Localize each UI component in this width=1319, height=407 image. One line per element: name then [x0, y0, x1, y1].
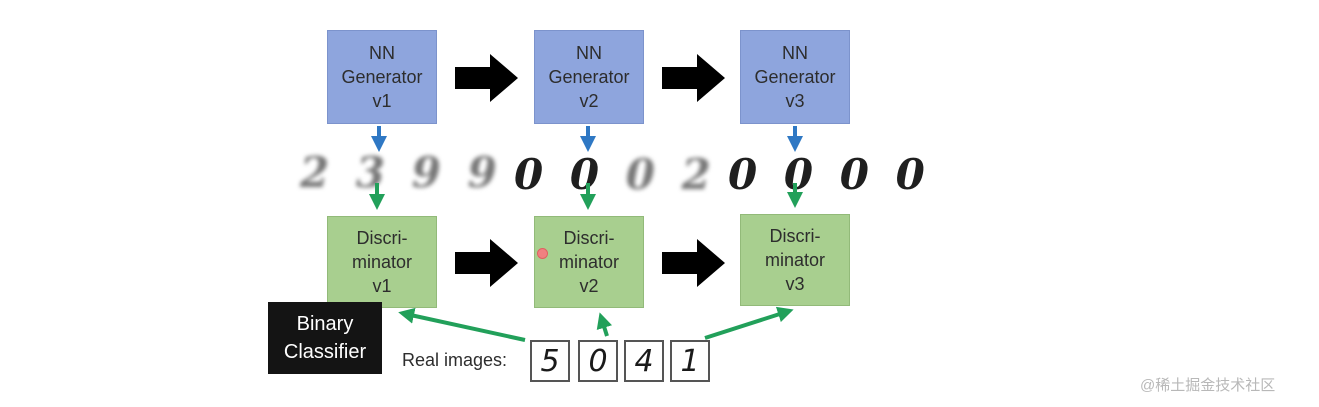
generator-v3-line3: v3 — [785, 91, 805, 111]
discriminator-v1-line3: v1 — [372, 276, 392, 296]
generator-v2-line1: NN — [576, 43, 602, 63]
arrow-real-to-discriminator-v2 — [596, 312, 613, 337]
generated-digits-v2: 0 0 0 2 — [514, 150, 717, 199]
real-images-label: Real images: — [402, 350, 508, 370]
watermark: @稀土掘金技术社区 — [1140, 377, 1276, 394]
arrow-generator-v1-to-v2 — [455, 54, 518, 102]
discriminator-v2-box: Discri- minator v2 — [534, 216, 644, 308]
binary-classifier-line1: Binary — [296, 313, 354, 335]
generated-digit: 0 — [895, 150, 931, 199]
generated-digits-v1: 2 3 9 9 — [300, 148, 503, 197]
binary-classifier-line2: Classifier — [283, 341, 367, 363]
generated-digit: 3 — [355, 148, 392, 197]
arrow-real-to-discriminator-v3 — [704, 306, 794, 340]
discriminator-v3-line1: Discri- — [769, 226, 821, 246]
generator-v3-line2: Generator — [754, 67, 836, 87]
arrow-real-to-discriminator-v1 — [398, 307, 526, 342]
real-image-digit: 0 — [578, 340, 618, 382]
generator-v2-line2: Generator — [548, 67, 630, 87]
generated-digits-v3: 0 0 0 0 — [728, 150, 931, 199]
generated-digit: 0 — [783, 150, 820, 199]
generated-digit: 0 — [625, 150, 661, 199]
generator-v3-line1: NN — [782, 43, 808, 63]
discriminator-v1-box: Discri- minator v1 — [327, 216, 437, 308]
discriminator-v2-line2: minator — [558, 252, 620, 272]
discriminator-v3-line2: minator — [764, 250, 826, 270]
discriminator-v3-line3: v3 — [785, 274, 805, 294]
real-image-digit: 1 — [670, 340, 710, 382]
generated-digit: 9 — [467, 148, 503, 197]
discriminator-v1-line1: Discri- — [356, 228, 408, 248]
generator-v2-box: NN Generator v2 — [534, 30, 644, 124]
discriminator-v2-line3: v2 — [579, 276, 599, 296]
generator-v1-box: NN Generator v1 — [327, 30, 437, 124]
generator-v1-line2: Generator — [341, 67, 423, 87]
generated-digit: 0 — [569, 150, 606, 199]
generated-digit: 2 — [300, 148, 336, 197]
generated-digit: 0 — [514, 150, 550, 199]
discriminator-v3-box: Discri- minator v3 — [740, 214, 850, 306]
real-image-digit: 4 — [624, 340, 664, 382]
generated-digit: 0 — [728, 150, 764, 199]
discriminator-v1-line2: minator — [351, 252, 413, 272]
generated-digit: 0 — [839, 150, 875, 199]
binary-classifier-label: Binary Classifier — [268, 302, 382, 374]
arrow-discriminator-v1-to-v2 — [455, 239, 518, 287]
generator-v3-box: NN Generator v3 — [740, 30, 850, 124]
generator-v2-line3: v2 — [579, 91, 599, 111]
pointer-dot — [537, 248, 548, 259]
generated-digit: 9 — [411, 148, 447, 197]
real-image-digit: 5 — [530, 340, 570, 382]
discriminator-v2-line1: Discri- — [563, 228, 615, 248]
arrow-generator-v2-to-v3 — [662, 54, 725, 102]
generated-digit: 2 — [681, 150, 717, 199]
arrow-discriminator-v2-to-v3 — [662, 239, 725, 287]
generator-v1-line3: v1 — [372, 91, 392, 111]
generator-v1-line1: NN — [369, 43, 395, 63]
